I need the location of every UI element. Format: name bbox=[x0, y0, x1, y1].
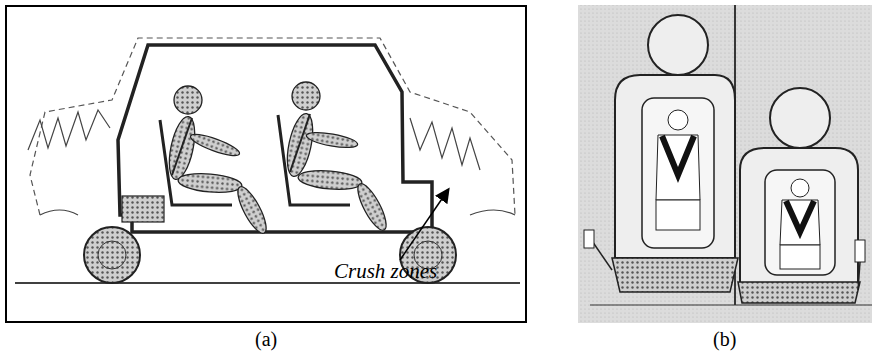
battery-box bbox=[122, 196, 164, 222]
seat-pod bbox=[740, 148, 858, 285]
wheel bbox=[84, 227, 140, 283]
car-drawing bbox=[15, 38, 520, 283]
passenger-cell bbox=[118, 45, 432, 232]
occupant bbox=[278, 82, 391, 234]
crush-zigzag bbox=[410, 118, 480, 170]
original-outline bbox=[30, 38, 515, 215]
seat-pod bbox=[615, 75, 735, 258]
panel-label: (a) bbox=[255, 328, 277, 351]
seat-pods-drawing bbox=[578, 5, 872, 323]
panel-box: Crush zones bbox=[5, 5, 527, 323]
occupant bbox=[160, 86, 271, 237]
crush-zigzag bbox=[28, 110, 110, 150]
panel-label: (b) bbox=[713, 328, 736, 351]
panel-background bbox=[578, 5, 872, 323]
callout-text: Crush zones bbox=[334, 259, 437, 284]
ground-line bbox=[15, 282, 520, 284]
leader-arrow bbox=[400, 190, 448, 260]
